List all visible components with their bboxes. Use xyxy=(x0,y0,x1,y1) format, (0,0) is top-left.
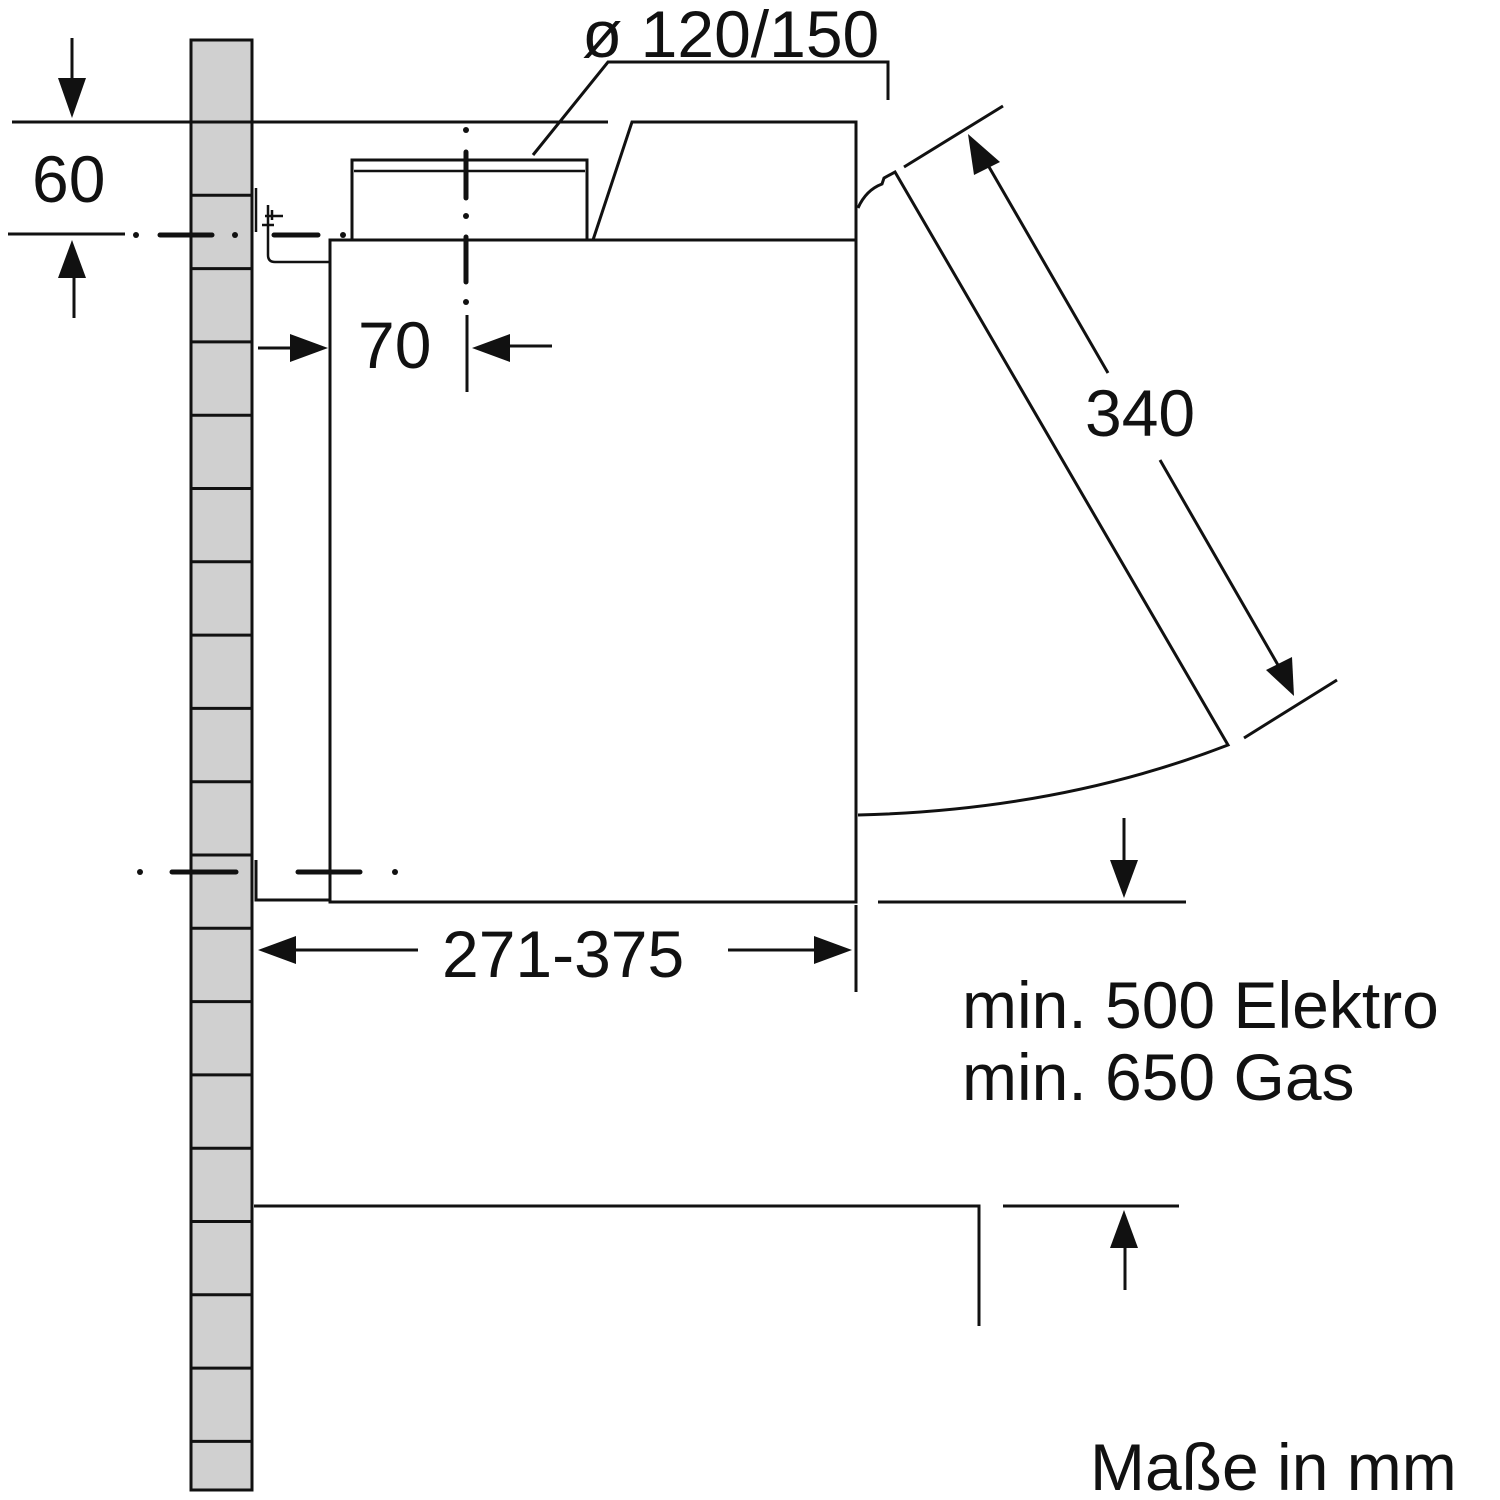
dimension-340: 340 xyxy=(903,104,1338,740)
cooktop xyxy=(254,1204,981,1326)
dimension-min-height: min. 500 Elektro min. 650 Gas xyxy=(878,818,1439,1290)
wall-bracket xyxy=(254,188,330,264)
dimension-depth: 271-375 xyxy=(258,905,858,992)
hood-body xyxy=(328,120,858,904)
min-height-electric-label: min. 500 Elektro xyxy=(962,968,1439,1042)
bracket-centerline xyxy=(133,232,346,238)
depth-range-label: 271-375 xyxy=(442,917,684,991)
units-note: Maße in mm xyxy=(1090,1430,1457,1500)
dimension-340-label: 340 xyxy=(1085,376,1195,450)
dimension-70-label: 70 xyxy=(358,308,431,382)
dimension-70: 70 xyxy=(258,308,552,382)
hood-front-flap xyxy=(856,169,1231,817)
wall-brick-lines xyxy=(191,120,252,1443)
duct-diameter-label: ø 120/150 xyxy=(582,0,879,71)
dimension-60-label: 60 xyxy=(32,142,105,216)
duct-centerline xyxy=(463,127,469,392)
lower-mounting xyxy=(137,860,398,902)
dimension-60: 60 xyxy=(8,38,125,318)
wall xyxy=(189,38,254,1492)
dimension-duct-diameter: ø 120/150 xyxy=(531,0,890,156)
min-height-gas-label: min. 650 Gas xyxy=(962,1040,1355,1114)
